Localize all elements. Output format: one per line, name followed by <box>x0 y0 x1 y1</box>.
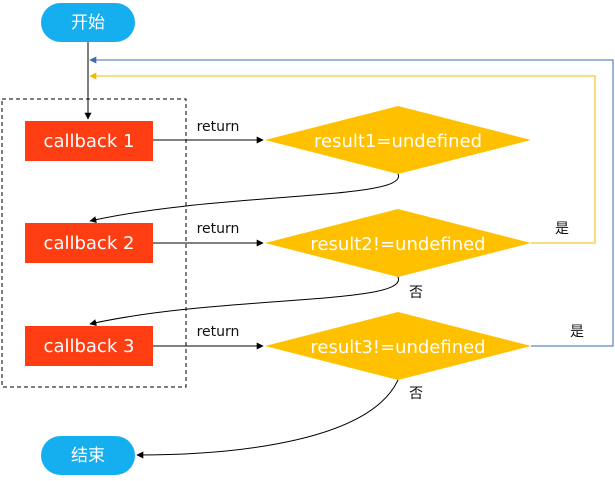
arrow-decision3-yes-loop <box>89 56 614 347</box>
end-label: 结束 <box>71 446 105 466</box>
arrow-decision2-no-to-callback3 <box>89 276 399 327</box>
decision1-diamond <box>265 106 531 174</box>
decision2-node: result2!=undefined <box>265 209 531 277</box>
callback3-box <box>25 326 153 366</box>
end-node: 结束 <box>41 436 135 475</box>
yes3-label: 是 <box>570 324 584 340</box>
decision2-diamond <box>265 209 531 277</box>
arrow-decision2-yes-loop <box>89 72 596 244</box>
return2-label: return <box>197 221 240 237</box>
arrow-decision3-no-to-end <box>136 379 399 459</box>
callback1-label: callback 1 <box>44 131 135 152</box>
end-terminal-shape <box>41 436 135 475</box>
callback2-node: callback 2 <box>25 223 153 263</box>
return1-label: return <box>197 119 240 135</box>
callback2-box <box>25 223 153 263</box>
start-terminal-shape <box>41 3 135 42</box>
callback3-label: callback 3 <box>44 336 135 357</box>
decision1-label: result1=undefined <box>314 131 482 152</box>
callback-group-border <box>1 98 187 388</box>
arrow-decision1-to-callback2 <box>89 173 399 224</box>
callback3-node: callback 3 <box>25 326 153 366</box>
start-node: 开始 <box>41 3 135 42</box>
decision3-node: result3!=undefined <box>265 312 531 380</box>
yes2-label: 是 <box>555 221 569 237</box>
callback1-box <box>25 121 153 161</box>
callback1-node: callback 1 <box>25 121 153 161</box>
decision2-label: result2!=undefined <box>310 234 485 255</box>
callback2-label: callback 2 <box>44 233 135 254</box>
no3-label: 否 <box>409 386 423 402</box>
start-label: 开始 <box>71 13 105 33</box>
decision1-node: result1=undefined <box>265 106 531 174</box>
decision3-diamond <box>265 312 531 380</box>
return3-label: return <box>197 324 240 340</box>
decision3-label: result3!=undefined <box>310 337 485 358</box>
no2-label: 否 <box>409 285 423 301</box>
